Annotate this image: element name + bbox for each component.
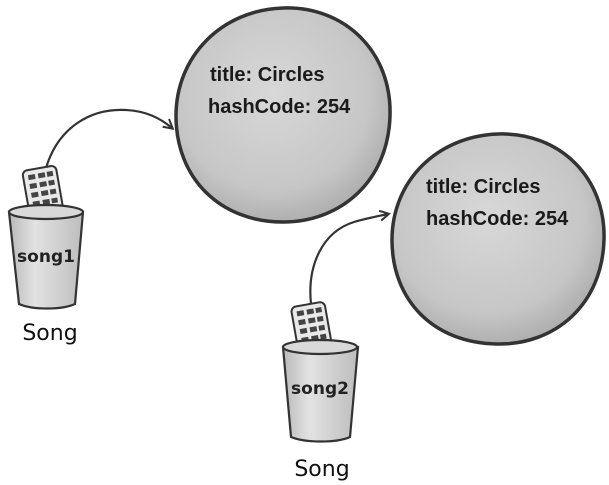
object-hashcode: hashCode: 254 bbox=[208, 96, 351, 118]
object-blob bbox=[390, 132, 606, 346]
reference-variable-song2: song2 Song bbox=[281, 301, 360, 482]
cup-body bbox=[7, 210, 85, 310]
reference-type: Song bbox=[294, 457, 349, 482]
cup-rim bbox=[7, 203, 85, 221]
song-object-2: title: Circles hashCode: 254 bbox=[390, 132, 606, 346]
object-title: title: Circles bbox=[210, 64, 324, 86]
object-blob bbox=[174, 6, 392, 224]
reference-arrow-2 bbox=[309, 214, 388, 305]
reference-name: song1 bbox=[17, 247, 75, 267]
song-object-1: title: Circles hashCode: 254 bbox=[174, 6, 392, 224]
reference-variable-song1: song1 Song bbox=[7, 165, 85, 346]
reference-name: song2 bbox=[291, 379, 349, 399]
reference-arrow-1 bbox=[44, 108, 172, 169]
object-title: title: Circles bbox=[426, 176, 540, 198]
reference-type: Song bbox=[22, 321, 77, 346]
cup-rim bbox=[281, 338, 359, 356]
cup-body bbox=[281, 345, 360, 443]
object-hashcode: hashCode: 254 bbox=[426, 208, 569, 230]
